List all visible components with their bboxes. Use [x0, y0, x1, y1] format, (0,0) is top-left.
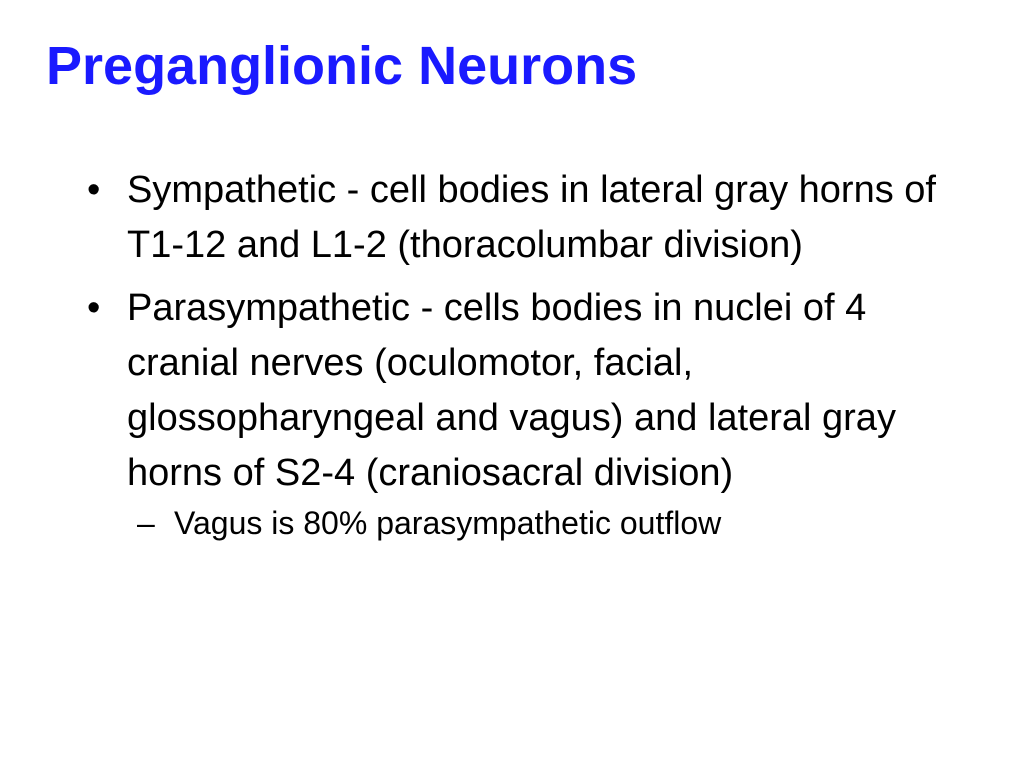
sub-bullet-list: – Vagus is 80% parasympathetic outflow — [127, 501, 957, 546]
sub-bullet-text: Vagus is 80% parasympathetic outflow — [174, 505, 722, 541]
bullet-parasympathetic: • Parasympathetic - cells bodies in nucl… — [87, 281, 957, 546]
bullet-list: • Sympathetic - cell bodies in lateral g… — [87, 163, 957, 554]
bullet-text: Sympathetic - cell bodies in lateral gra… — [127, 169, 936, 266]
sub-bullet-marker: – — [137, 505, 155, 541]
bullet-marker: • — [87, 169, 101, 211]
slide-title: Preganglionic Neurons — [46, 36, 638, 96]
bullet-text: Parasympathetic - cells bodies in nuclei… — [127, 287, 896, 494]
bullet-marker: • — [87, 287, 101, 329]
sub-bullet-vagus: – Vagus is 80% parasympathetic outflow — [137, 501, 957, 546]
bullet-sympathetic: • Sympathetic - cell bodies in lateral g… — [87, 163, 957, 273]
